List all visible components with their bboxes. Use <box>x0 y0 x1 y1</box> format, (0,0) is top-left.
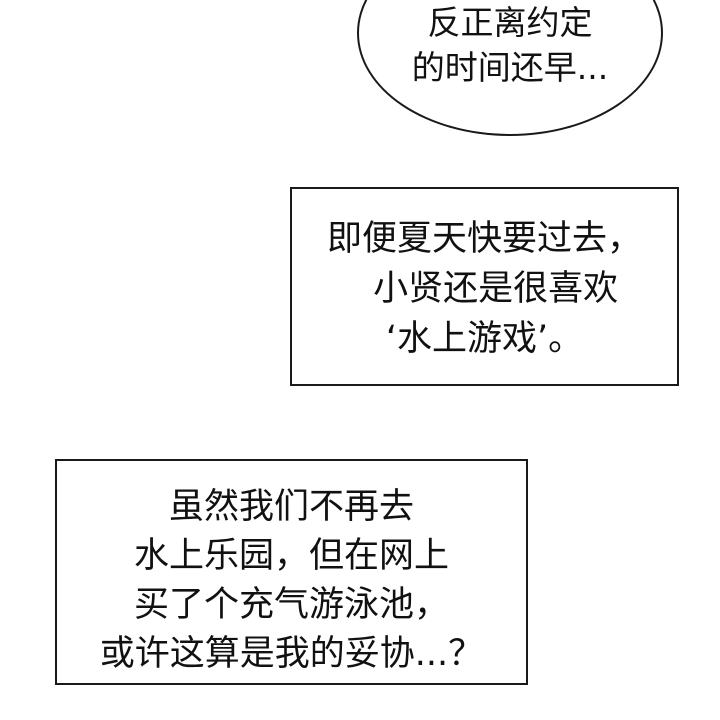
narration-box-2: 虽然我们不再去 水上乐园，但在网上 买了个充气游泳池， 或许这算是我的妥协...… <box>55 459 528 685</box>
narration-text-1: 即便夏天快要过去， 小贤还是很喜欢 ‘水上游戏’。 <box>326 219 642 359</box>
speech-bubble-text: 反正离约定 的时间还早... <box>411 3 609 87</box>
narration-box-1: 即便夏天快要过去， 小贤还是很喜欢 ‘水上游戏’。 <box>290 187 679 386</box>
narration-text-2: 虽然我们不再去 水上乐园，但在网上 买了个充气游泳池， 或许这算是我的妥协...… <box>99 487 484 674</box>
